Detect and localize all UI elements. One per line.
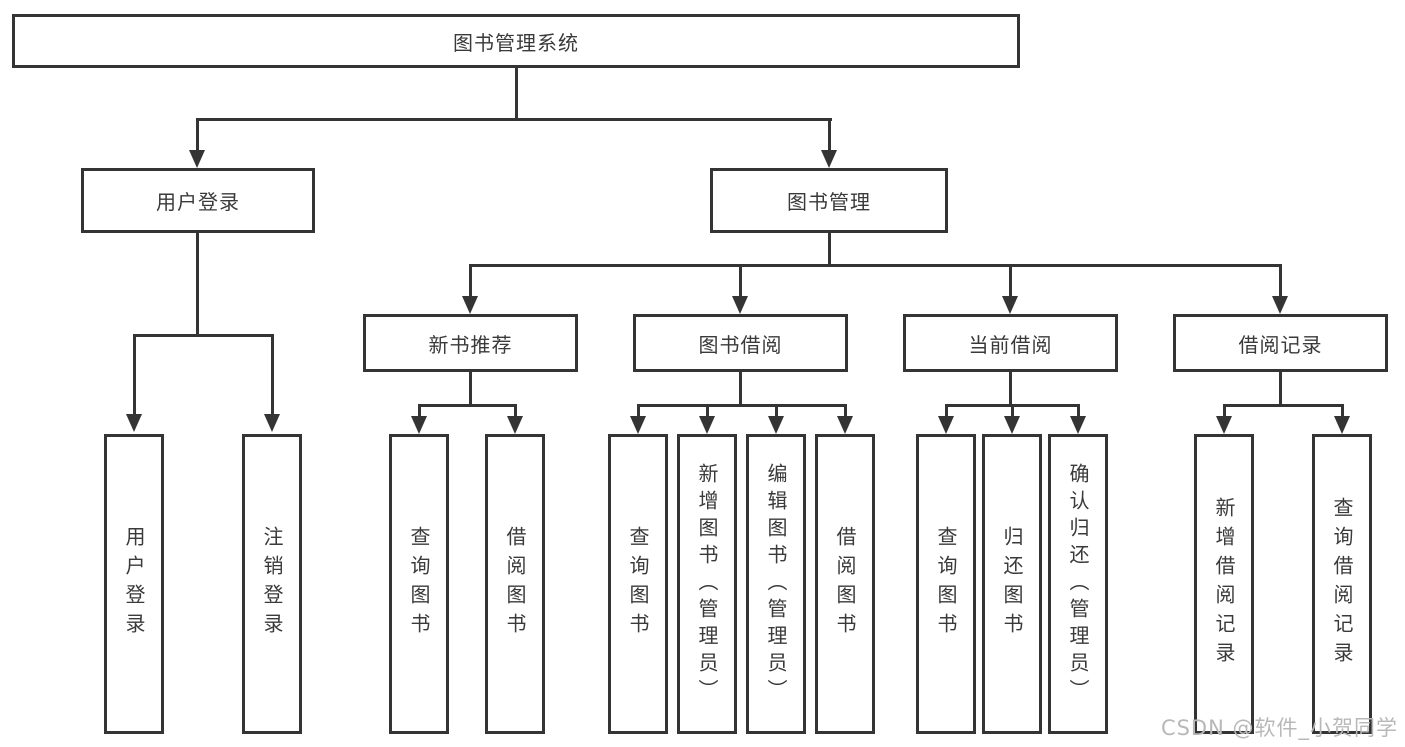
node-label: 查询借阅记录 [1330, 497, 1354, 671]
connector-drop-borrow-record [1279, 264, 1282, 298]
node-label: 图书管理系统 [453, 30, 579, 55]
leaf-query-borrow-record: 查询借阅记录 [1312, 434, 1372, 734]
arrow-down-icon [699, 416, 715, 434]
leaf-user-login: 用户登录 [104, 434, 164, 734]
leaf-return-books: 归还图书 [982, 434, 1042, 734]
leaf-query-books: 查询图书 [389, 434, 449, 734]
connector-borrow-record-hline [1223, 404, 1344, 407]
arrow-down-icon [1070, 416, 1086, 434]
arrow-down-icon [938, 416, 954, 434]
leaf-add-borrow-record: 新增借阅记录 [1194, 434, 1254, 734]
arrow-down-icon [189, 150, 205, 168]
arrow-down-icon [126, 414, 142, 432]
node-system-root: 图书管理系统 [12, 14, 1020, 68]
leaf-add-books-admin: 新增图书（管理员） [677, 434, 737, 734]
node-label: 新书推荐 [428, 332, 513, 357]
connector-user-login-hline [133, 334, 274, 337]
node-label: 图书管理 [787, 190, 871, 214]
connector-level3-hline [469, 264, 1282, 267]
arrow-down-icon [1004, 416, 1020, 434]
connector-root-drop [515, 68, 518, 121]
arrow-down-icon [264, 414, 280, 432]
watermark: CSDN @软件_小贺同学 [1160, 716, 1398, 740]
node-label: 确认归还（管理员） [1066, 462, 1090, 706]
arrow-down-icon [507, 416, 523, 434]
node-label: 查询图书 [626, 526, 650, 642]
arrow-down-icon [462, 296, 478, 314]
connector-leaf-drop [775, 404, 778, 418]
node-label: 注销登录 [260, 526, 284, 642]
connector-leaf-drop [1341, 404, 1344, 418]
connector-drop-book-mgmt [828, 118, 831, 152]
node-label: 归还图书 [1000, 526, 1024, 642]
node-label: 借阅记录 [1238, 332, 1323, 357]
connector-book-borrow-drop [739, 372, 742, 406]
arrow-down-icon [630, 416, 646, 434]
node-label: 当前借阅 [968, 332, 1053, 357]
connector-new-book-rec-hline [418, 404, 517, 407]
leaf-edit-books-admin: 编辑图书（管理员） [746, 434, 806, 734]
leaf-borrow-books: 借阅图书 [485, 434, 545, 734]
arrow-down-icon [411, 416, 427, 434]
connector-drop-login-leaf [133, 334, 136, 416]
node-book-borrowing: 图书借阅 [633, 314, 848, 372]
node-borrowing-records: 借阅记录 [1173, 314, 1388, 372]
connector-drop-user-login [196, 118, 199, 152]
node-label: 查询图书 [934, 526, 958, 642]
connector-drop-current-borrow [1009, 264, 1012, 298]
leaf-borrow-books: 借阅图书 [815, 434, 875, 734]
leaf-confirm-return-admin: 确认归还（管理员） [1048, 434, 1108, 734]
arrow-down-icon [1002, 296, 1018, 314]
arrow-down-icon [732, 296, 748, 314]
arrow-down-icon [1334, 416, 1350, 434]
connector-level2-hline [196, 118, 832, 121]
connector-drop-logout-leaf [271, 334, 274, 416]
leaf-logout: 注销登录 [242, 434, 302, 734]
connector-new-book-rec-drop [469, 372, 472, 406]
connector-leaf-drop [1077, 404, 1080, 418]
connector-borrow-record-drop [1279, 372, 1282, 406]
node-label: 借阅图书 [503, 526, 527, 642]
node-label: 图书借阅 [698, 332, 783, 357]
arrow-down-icon [1216, 416, 1232, 434]
connector-user-login-drop [196, 233, 199, 336]
connector-leaf-drop [1011, 404, 1014, 418]
connector-leaf-drop [637, 404, 640, 418]
arrow-down-icon [821, 150, 837, 168]
connector-current-borrow-drop [1009, 372, 1012, 406]
leaf-query-books: 查询图书 [608, 434, 668, 734]
connector-leaf-drop [945, 404, 948, 418]
node-label: 编辑图书（管理员） [764, 462, 788, 706]
connector-leaf-drop [1223, 404, 1226, 418]
connector-leaf-drop [514, 404, 517, 418]
connector-leaf-drop [418, 404, 421, 418]
arrow-down-icon [768, 416, 784, 434]
node-label: 用户登录 [156, 190, 240, 214]
node-current-borrowing: 当前借阅 [903, 314, 1118, 372]
node-label: 查询图书 [407, 526, 431, 642]
connector-leaf-drop [844, 404, 847, 418]
connector-book-mgmt-drop [828, 233, 831, 266]
node-new-book-recommend: 新书推荐 [363, 314, 578, 372]
node-label: 新增图书（管理员） [695, 462, 719, 706]
node-book-management: 图书管理 [710, 168, 948, 233]
connector-drop-new-book-rec [469, 264, 472, 298]
connector-book-borrow-hline [637, 404, 847, 407]
node-label: 用户登录 [122, 526, 146, 642]
connector-drop-book-borrow [739, 264, 742, 298]
arrow-down-icon [1272, 296, 1288, 314]
node-label: 新增借阅记录 [1212, 497, 1236, 671]
node-label: 借阅图书 [833, 526, 857, 642]
leaf-query-books: 查询图书 [916, 434, 976, 734]
connector-leaf-drop [706, 404, 709, 418]
node-user-login: 用户登录 [81, 168, 315, 233]
arrow-down-icon [837, 416, 853, 434]
